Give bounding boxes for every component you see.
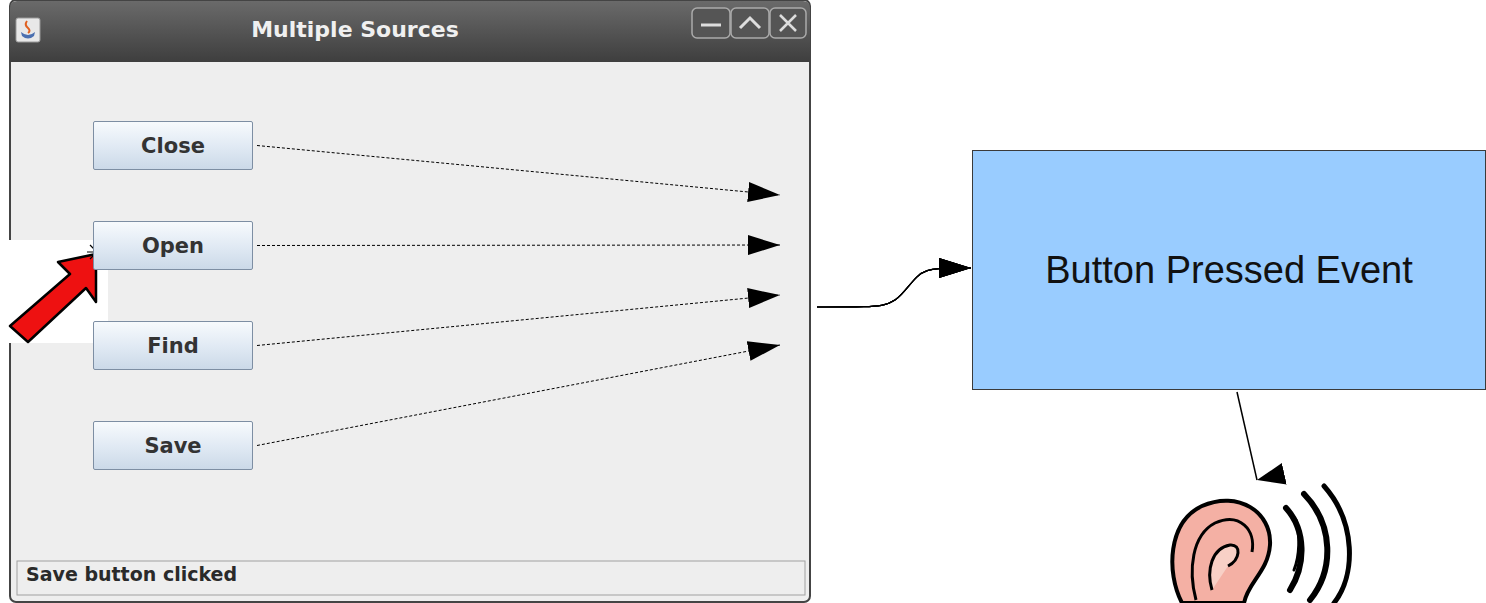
listener-arrow [1237, 392, 1257, 480]
status-text: Save button clicked [26, 563, 237, 585]
node-label: Save [144, 434, 201, 458]
event-connector [257, 245, 971, 307]
status-bar [17, 561, 805, 595]
close-button: Close [93, 121, 253, 170]
app-icon [16, 18, 40, 42]
dotted-source-line [257, 146, 780, 196]
window-title: Multiple Sources [10, 17, 700, 42]
save-button: Save [93, 421, 253, 470]
application-window: Multiple SourcesSave button clicked Close… [10, 0, 810, 602]
dotted-source-line [257, 245, 780, 247]
event-connector [257, 268, 971, 446]
window-frame [10, 0, 810, 602]
dotted-source-line [257, 295, 780, 346]
node-label: Button Pressed Event [1045, 249, 1413, 292]
event-dispatch-curve [817, 268, 971, 307]
node-label: Close [141, 134, 205, 158]
window-controls [692, 8, 806, 38]
title-bar [10, 1, 810, 62]
event-dispatch-curve [817, 268, 971, 307]
find-button: Find [93, 321, 253, 370]
ear-illustration [1172, 486, 1349, 603]
event-connector [257, 146, 971, 308]
open-button: Open [93, 221, 253, 270]
event-dispatch-curve [817, 268, 971, 307]
dotted-source-line [257, 345, 780, 446]
event-box: Button Pressed Event [972, 150, 1486, 390]
mouse-pointer [0, 240, 108, 343]
event-connector [257, 268, 971, 346]
node-label: Open [142, 234, 204, 258]
node-label: Find [147, 334, 199, 358]
event-dispatch-curve [817, 268, 971, 307]
